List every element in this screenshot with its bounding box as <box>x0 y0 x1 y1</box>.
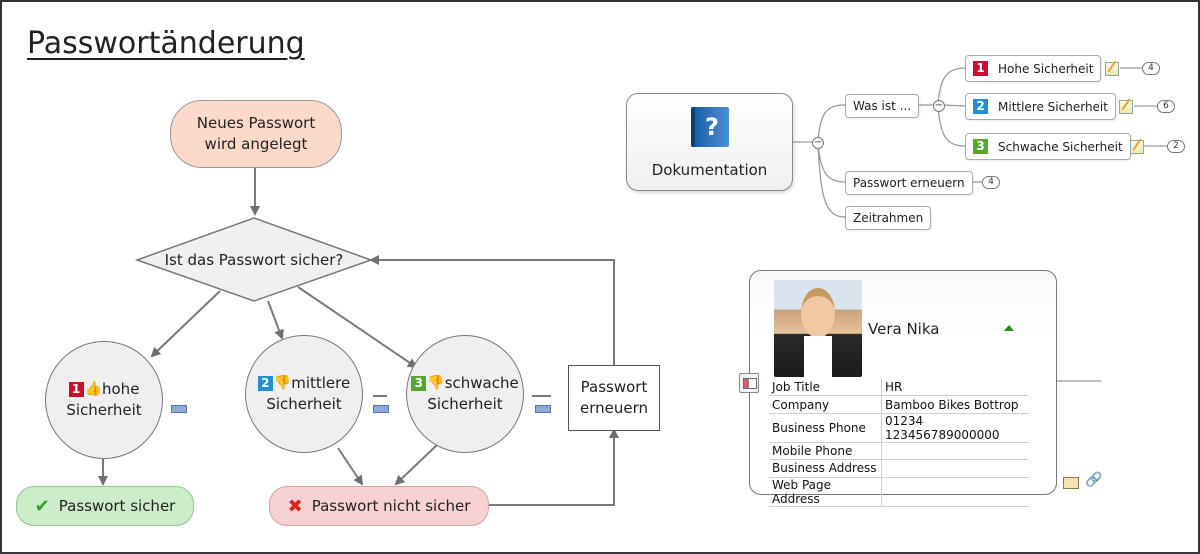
cross-icon: ✖ <box>287 495 303 517</box>
branch-medium-line1: mittlere <box>291 374 351 392</box>
mm-line-medium <box>942 104 966 107</box>
result-bad-node[interactable]: ✖ Passwort nicht sicher <box>269 486 489 526</box>
priority-2-icon: 2 <box>973 99 988 114</box>
mindmap-topic-zeitrahmen[interactable]: Zeitrahmen <box>845 206 932 230</box>
priority-3-icon: 3 <box>411 376 427 391</box>
note-icon[interactable] <box>1119 100 1133 114</box>
mindmap-high-count: 4 <box>1142 62 1160 75</box>
field-label: Company <box>769 395 882 414</box>
branch-high-line1: hohe <box>102 380 140 398</box>
mindmap-subtopic-medium-label: Mittlere Sicherheit <box>998 99 1108 114</box>
mindmap-was-ist-collapse-button[interactable]: − <box>933 100 945 112</box>
mindmap-weak-count: 2 <box>1167 140 1185 153</box>
mm-line-erneuern <box>817 141 846 183</box>
decision-label: Ist das Passwort sicher? <box>164 251 344 269</box>
mindmap-topic-was-ist[interactable]: Was ist ... <box>845 94 920 118</box>
branch-high-node[interactable]: 1👍hohe Sicherheit <box>45 341 163 459</box>
help-book-icon: ? <box>691 107 729 147</box>
mm-line-zeitrahmen <box>817 141 846 218</box>
field-value: Bamboo Bikes Bottrop <box>881 395 1029 414</box>
mindmap-subtopic-medium[interactable]: 2 Mittlere Sicherheit <box>965 93 1116 120</box>
mindmap-central-label: Dokumentation <box>651 161 768 179</box>
connector-renew-decision <box>369 255 615 365</box>
avatar <box>774 280 862 377</box>
result-ok-node[interactable]: ✔ Passwort sicher <box>16 486 194 526</box>
renew-node[interactable]: Passwort erneuern <box>568 365 660 431</box>
collapse-medium-button[interactable] <box>373 405 389 413</box>
start-node-line2: wird angelegt <box>204 135 308 153</box>
mm-line-weak <box>937 104 966 147</box>
note-icon[interactable] <box>1105 62 1119 76</box>
decision-diamond <box>134 217 374 302</box>
table-row: Business Address <box>769 459 1029 478</box>
renew-node-line1: Passwort <box>580 378 648 396</box>
thumbs-down-icon: 👎 <box>427 375 445 391</box>
paperclip-icon[interactable]: 🔗 <box>1085 472 1103 488</box>
branch-medium-line2: Sicherheit <box>266 395 342 413</box>
mindmap-subtopic-weak[interactable]: 3 Schwache Sicherheit <box>965 133 1131 160</box>
connector-bad-renew <box>487 428 619 506</box>
mindmap-medium-count: 6 <box>1157 100 1175 113</box>
collapse-weak-button[interactable] <box>535 405 551 413</box>
field-value <box>881 459 1029 478</box>
collapse-high-button[interactable] <box>171 405 187 413</box>
branch-weak-line2: Sicherheit <box>427 395 503 413</box>
priority-2-icon: 2 <box>257 376 273 391</box>
table-row: Mobile Phone <box>769 442 1029 461</box>
connector-decision-weak <box>297 286 418 369</box>
field-label: Business Phone <box>769 413 882 443</box>
branch-medium-node[interactable]: 2👎mittlere Sicherheit <box>245 335 363 453</box>
connector-decision-high <box>150 290 221 358</box>
check-icon: ✔ <box>34 495 50 517</box>
email-icon[interactable] <box>1063 477 1079 489</box>
contact-name: Vera Nika <box>868 320 940 338</box>
thumbs-down-icon: 👎 <box>273 375 292 391</box>
field-value: HR <box>881 379 1029 397</box>
mm-line-was-ist <box>817 104 846 143</box>
thumbs-up-icon: 👍 <box>84 381 102 397</box>
start-node-line1: Neues Passwort <box>196 114 316 132</box>
table-row: Web Page Address <box>769 477 1029 507</box>
result-bad-label: Passwort nicht sicher <box>311 496 471 515</box>
field-value <box>881 477 1029 507</box>
note-icon[interactable] <box>1130 140 1144 154</box>
field-label: Web Page Address <box>769 477 882 507</box>
expand-triangle-icon[interactable] <box>1004 325 1014 331</box>
branch-weak-line1: schwache <box>444 374 519 392</box>
branch-high-line2: Sicherheit <box>66 401 142 419</box>
field-label: Mobile Phone <box>769 442 882 461</box>
priority-3-icon: 3 <box>973 139 988 154</box>
priority-1-icon: 1 <box>973 61 988 76</box>
field-value <box>881 442 1029 461</box>
contact-card-icon[interactable] <box>739 373 759 393</box>
connector-medium-bad <box>337 447 364 486</box>
priority-1-icon: 1 <box>68 382 84 397</box>
mindmap-topic-passwort-erneuern[interactable]: Passwort erneuern <box>845 171 973 195</box>
field-value: 01234 123456789000000 <box>881 413 1029 443</box>
mindmap-subtopic-high[interactable]: 1 Hohe Sicherheit <box>965 55 1102 82</box>
mindmap-subtopic-weak-label: Schwache Sicherheit <box>998 139 1123 154</box>
page-title: Passwortänderung <box>27 26 305 61</box>
mm-line-high <box>937 67 966 106</box>
mindmap-central-collapse-button[interactable]: − <box>812 137 824 149</box>
connector-decision-medium <box>267 300 284 340</box>
result-ok-label: Passwort sicher <box>58 496 176 515</box>
renew-node-line2: erneuern <box>579 399 648 417</box>
branch-weak-node[interactable]: 3👎schwache Sicherheit <box>406 335 524 453</box>
mindmap-subtopic-high-label: Hohe Sicherheit <box>998 61 1094 76</box>
start-node[interactable]: Neues Passwort wird angelegt <box>170 100 342 168</box>
field-label: Job Title <box>769 379 882 397</box>
mindmap-erneuern-count: 4 <box>982 176 1000 189</box>
mindmap-central-topic[interactable]: ? Dokumentation <box>626 93 793 191</box>
field-label: Business Address <box>769 459 882 478</box>
connector-weak-bad <box>394 444 438 486</box>
